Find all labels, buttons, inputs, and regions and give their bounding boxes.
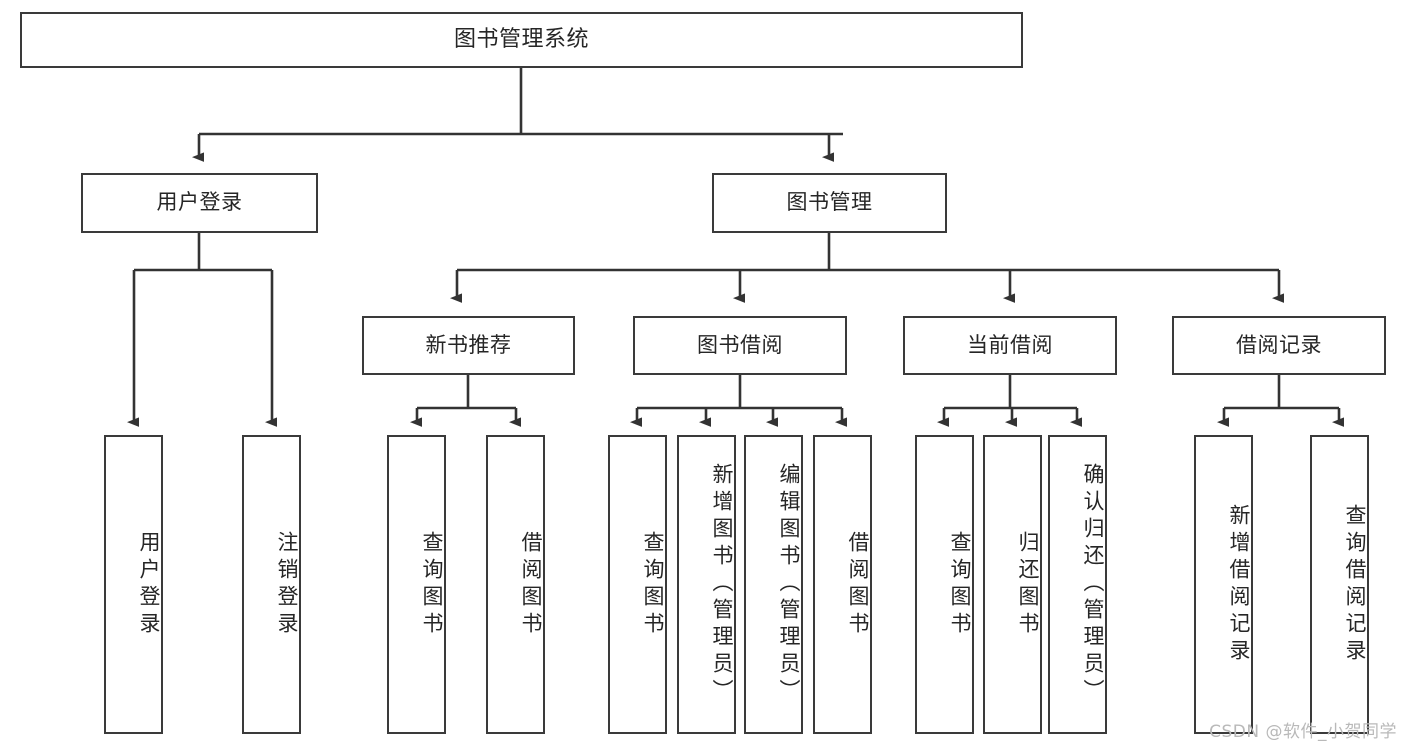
node-label: 图书管理系统 xyxy=(453,26,589,52)
node-label: 图书借阅 xyxy=(697,332,783,357)
node-book-borrow[interactable]: 图书借阅 xyxy=(633,316,847,375)
node-label: 新增借阅记录 xyxy=(1227,503,1251,666)
watermark: CSDN @软件_小贺同学 xyxy=(1209,722,1397,742)
node-label: 归还图书 xyxy=(1016,530,1040,639)
node-label: 查询借阅记录 xyxy=(1343,503,1367,666)
node-book-management[interactable]: 图书管理 xyxy=(712,173,947,233)
leaf-add-record[interactable]: 新增借阅记录 xyxy=(1194,435,1253,734)
node-label: 查询图书 xyxy=(420,530,444,639)
node-label: 借阅图书 xyxy=(846,530,870,639)
node-new-book-recommend[interactable]: 新书推荐 xyxy=(362,316,575,375)
leaf-edit-book[interactable]: 编辑图书（管理员） xyxy=(744,435,803,734)
leaf-query-book-2[interactable]: 查询图书 xyxy=(608,435,667,734)
node-label: 当前借阅 xyxy=(967,332,1053,357)
leaf-user-login[interactable]: 用户登录 xyxy=(104,435,163,734)
node-label: 查询图书 xyxy=(641,530,665,639)
node-user-login[interactable]: 用户登录 xyxy=(81,173,318,233)
node-borrow-record[interactable]: 借阅记录 xyxy=(1172,316,1386,375)
node-current-borrow[interactable]: 当前借阅 xyxy=(903,316,1117,375)
leaf-logout-login[interactable]: 注销登录 xyxy=(242,435,301,734)
leaf-borrow-book-2[interactable]: 借阅图书 xyxy=(813,435,872,734)
leaf-query-book-1[interactable]: 查询图书 xyxy=(387,435,446,734)
node-label: 查询图书 xyxy=(948,530,972,639)
leaf-confirm-return[interactable]: 确认归还（管理员） xyxy=(1048,435,1107,734)
node-label: 新书推荐 xyxy=(425,332,512,357)
leaf-add-book[interactable]: 新增图书（管理员） xyxy=(677,435,736,734)
node-label: 用户登录 xyxy=(156,190,243,215)
leaf-query-record[interactable]: 查询借阅记录 xyxy=(1310,435,1369,734)
node-label: 图书管理 xyxy=(786,190,873,215)
node-label: 借阅记录 xyxy=(1236,332,1322,357)
node-label: 确认归还（管理员） xyxy=(1081,463,1105,706)
leaf-query-book-3[interactable]: 查询图书 xyxy=(915,435,974,734)
leaf-return-book[interactable]: 归还图书 xyxy=(983,435,1042,734)
node-root-book-management-system[interactable]: 图书管理系统 xyxy=(20,12,1023,68)
node-label: 编辑图书（管理员） xyxy=(777,463,801,706)
node-label: 用户登录 xyxy=(137,530,161,639)
node-label: 注销登录 xyxy=(275,530,299,639)
node-label: 新增图书（管理员） xyxy=(710,463,734,706)
node-label: 借阅图书 xyxy=(519,530,543,639)
leaf-borrow-book-1[interactable]: 借阅图书 xyxy=(486,435,545,734)
